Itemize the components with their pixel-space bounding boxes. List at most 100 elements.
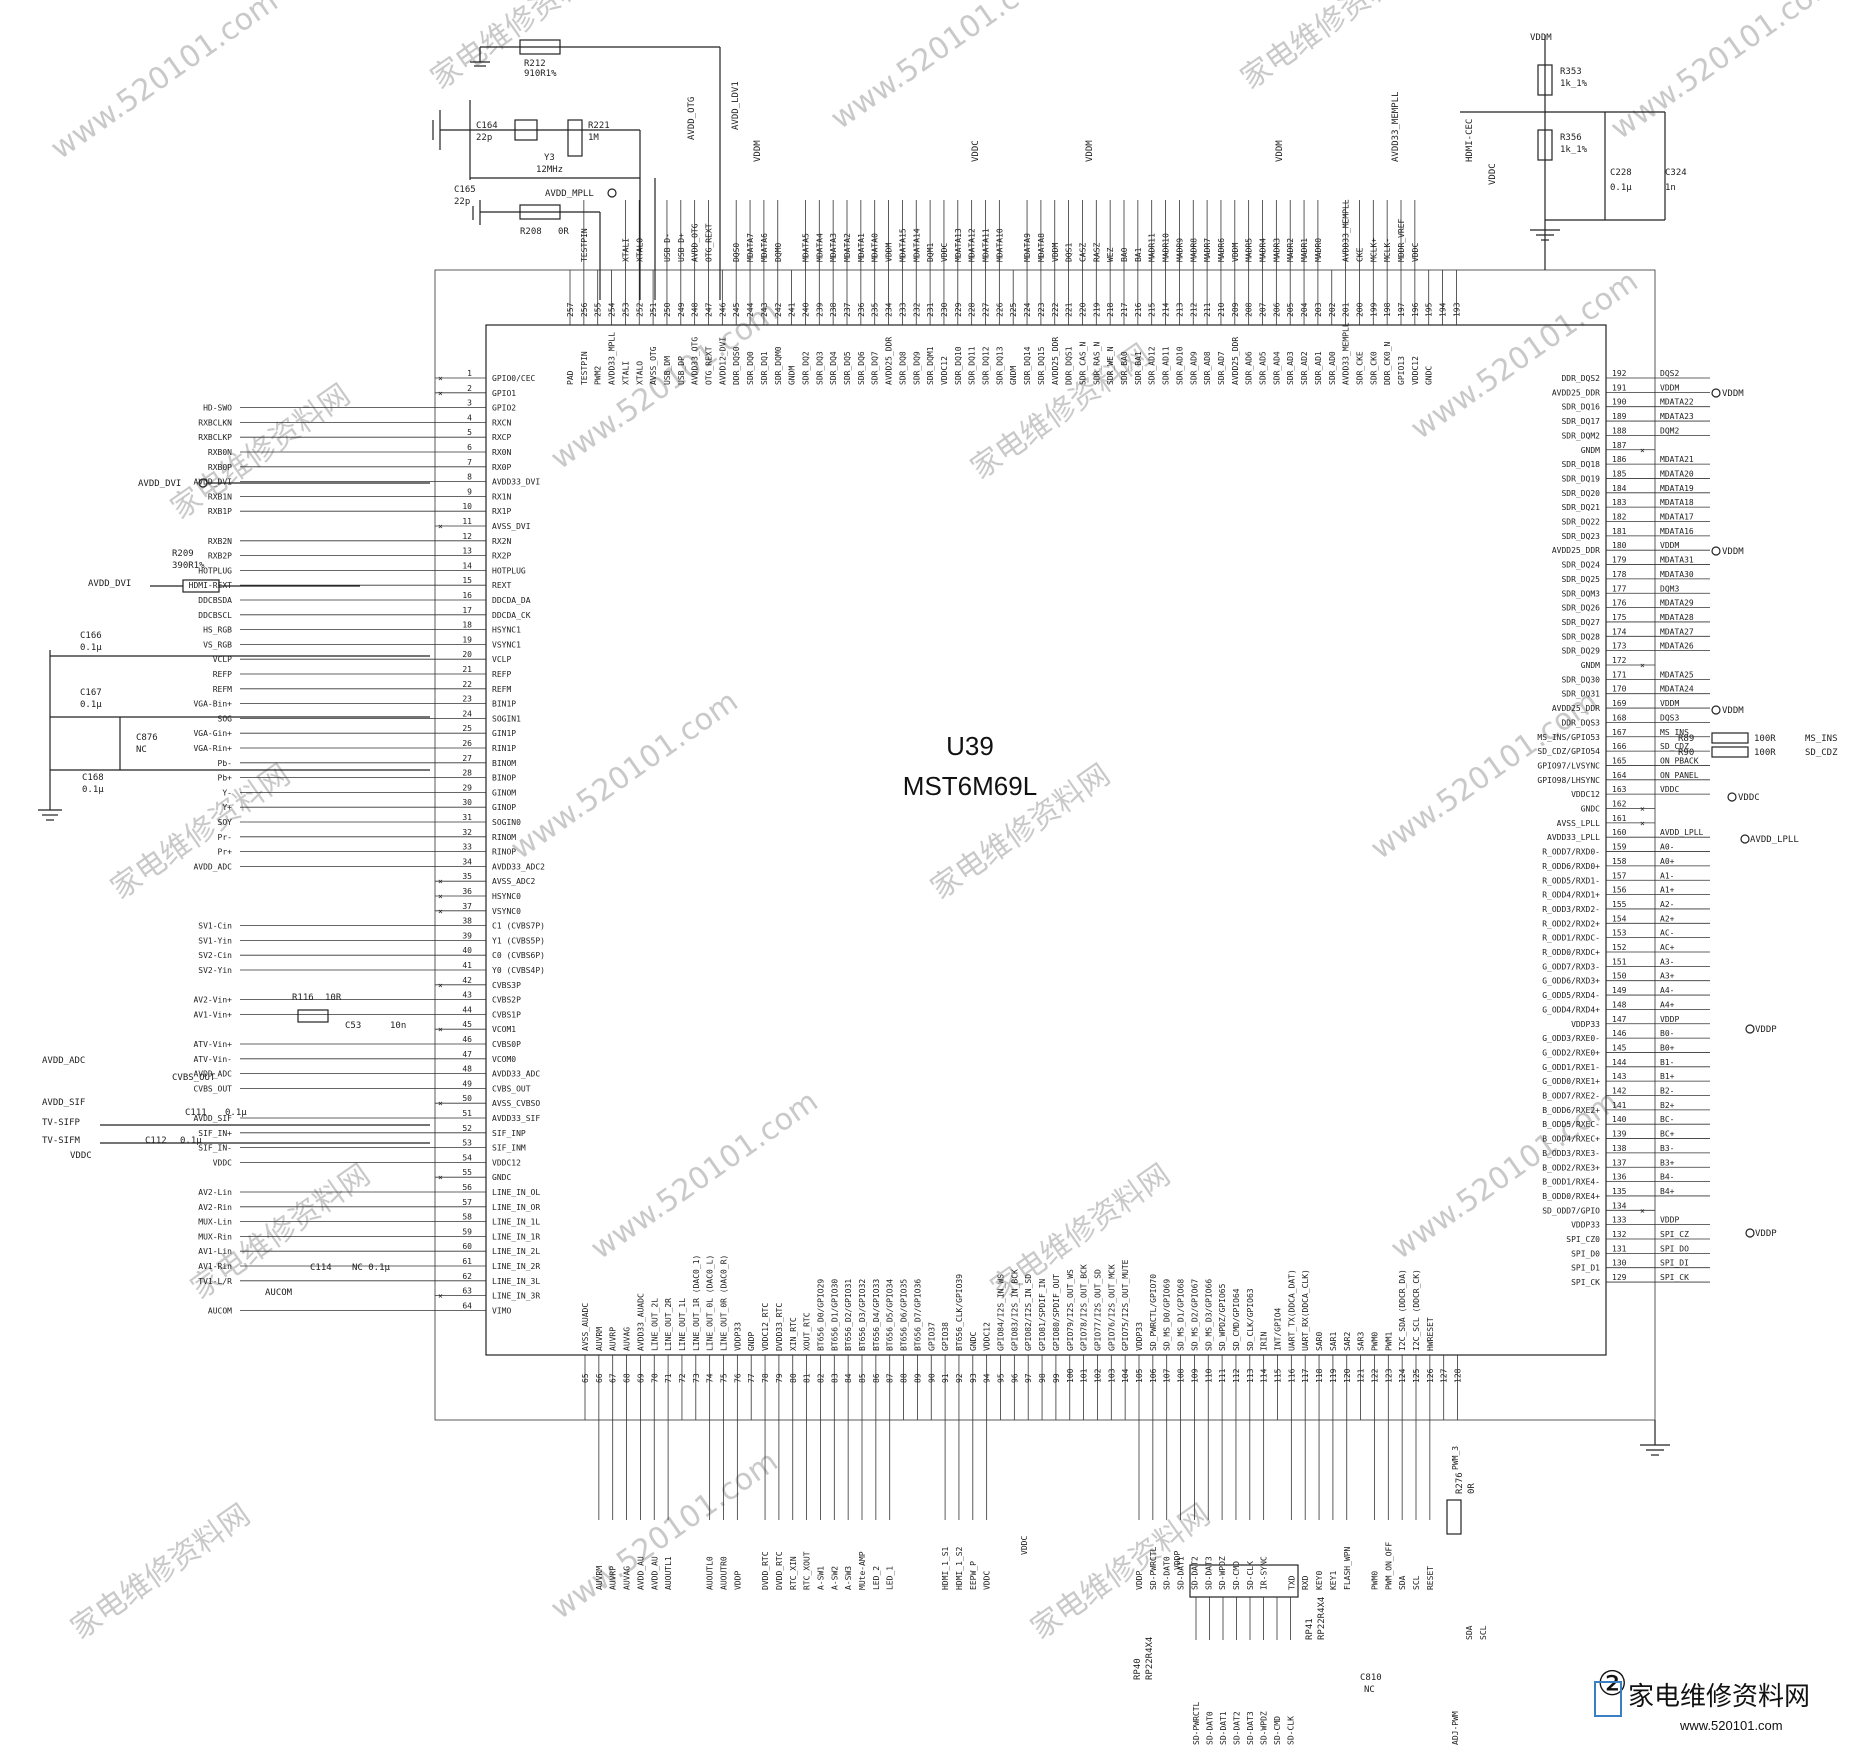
top-net-label: MADR3 — [1272, 238, 1281, 262]
top-pin-number: 239 — [815, 302, 824, 317]
top-net-label: MDATA5 — [801, 233, 810, 262]
left-net-label: Y+ — [222, 803, 232, 812]
top-net-label: MADR6 — [1217, 238, 1226, 262]
r276-resistor — [1446, 1499, 1462, 1535]
left-pin-name: REFP — [492, 670, 511, 679]
left-net-label: SV2-Yin — [198, 966, 232, 975]
left-pin-name: LINE_IN_2L — [492, 1247, 540, 1256]
top-pin-name: VDDC12 — [1411, 356, 1420, 385]
right-net-label: BC- — [1660, 1115, 1674, 1124]
right-pin-number: 135 — [1612, 1187, 1627, 1196]
top-pin-name: SDR_DQ7 — [871, 351, 880, 385]
bottom-pin-number: 77 — [747, 1373, 756, 1383]
top-net-label: TESTPIN — [580, 228, 589, 262]
top-pin-number: 219 — [1092, 302, 1101, 317]
right-net-label: B1- — [1660, 1058, 1674, 1067]
top-pin-name: DDR_DQS1 — [1065, 346, 1074, 385]
top-net-label: DQS0 — [732, 243, 741, 262]
left-pin-name: LINE_IN_OL — [492, 1188, 540, 1197]
left-pin-number: 42 — [462, 976, 472, 985]
left-pin-number: 14 — [462, 561, 472, 570]
left-pin-name: RXCP — [492, 433, 511, 442]
top-pin-number: 221 — [1065, 302, 1074, 317]
top-pin-number: 234 — [885, 302, 894, 317]
bottom-pin-number: 123 — [1384, 1368, 1393, 1383]
right-net-label: MDATA25 — [1660, 670, 1694, 679]
top-net-label: MDATA6 — [760, 233, 769, 262]
top-pin-number: 203 — [1314, 302, 1323, 317]
bottom-pin-name: GPIO81/SPDIF_IN — [1038, 1279, 1047, 1351]
bottom-pin-number: 80 — [789, 1373, 798, 1383]
bottom-pin-name: SD_MS_D1/GPIO68 — [1177, 1279, 1186, 1351]
top-pin-number: 235 — [871, 302, 880, 317]
net-ms-ins: MS_INS — [1805, 734, 1838, 744]
left-pin-name: VSYNC0 — [492, 907, 521, 916]
left-pin-name: VCOM1 — [492, 1025, 516, 1034]
top-net-label: OTG_REXT — [705, 223, 714, 262]
bottom-net-label: FLASH_WPN — [1343, 1546, 1352, 1590]
bottom-pin-number: 83 — [830, 1373, 839, 1383]
c876-value: NC — [136, 745, 147, 755]
left-pin-number: 31 — [462, 813, 472, 822]
right-pin-number: 179 — [1612, 556, 1627, 565]
left-pin-name: C1 (CVBS7P) — [492, 922, 545, 931]
top-net-label: BA0 — [1120, 247, 1129, 262]
site-logo: 家电维修资料网 www.520101.com — [1594, 1681, 1810, 1733]
left-pin-number: 55 — [462, 1168, 472, 1177]
bottom-net-label: DVDD_RTC — [761, 1551, 770, 1590]
bottom-pin-name: BT656_D7/GPIO36 — [913, 1279, 922, 1351]
right-net-label: MDATA27 — [1660, 627, 1694, 636]
bottom-net-label: SD-CLK — [1246, 1561, 1255, 1590]
left-pin-number: 25 — [462, 724, 472, 733]
right-pin-number: 184 — [1612, 484, 1627, 493]
top-pin-name: SDR_DQ1 — [760, 351, 769, 385]
left-pin-number: 37 — [462, 902, 472, 911]
bottom-pin-name: BT656_D2/GPIO31 — [844, 1279, 853, 1351]
c324-value: 1n — [1665, 183, 1676, 193]
left-pin-name: Y1 (CVBS5P) — [492, 936, 545, 945]
left-pin-number: 16 — [462, 591, 472, 600]
c53-value: 10n — [390, 1021, 406, 1031]
c168-ref: C168 — [82, 773, 104, 783]
left-pin-name: AVDD33_ADC2 — [492, 862, 545, 871]
pwm3-label: PWM_3 — [1451, 1446, 1460, 1470]
top-net-label: MDATA9 — [1023, 233, 1032, 262]
bottom-pin-number: 75 — [720, 1373, 729, 1383]
bottom-pin-number: 93 — [969, 1373, 978, 1383]
right-pin-number: 161 — [1612, 814, 1627, 823]
left-pin-number: 54 — [462, 1153, 472, 1162]
bottom-net-label: PWM_ON_OFF — [1384, 1542, 1393, 1590]
left-pin-name: VIMO — [492, 1306, 511, 1315]
top-pin-number: 231 — [926, 302, 935, 317]
bottom-pin-number: 111 — [1218, 1368, 1227, 1383]
left-pin-name: SOGIN1 — [492, 714, 521, 723]
top-pin-name: SDR_CKE — [1355, 351, 1364, 385]
r212-value: 910R1% — [524, 69, 557, 79]
left-pin-number: 36 — [462, 887, 472, 896]
right-pin-number: 170 — [1612, 685, 1627, 694]
top-net-label: MDDR_VREF — [1397, 218, 1406, 262]
bottom-net-label: LED_2 — [872, 1566, 881, 1590]
r353-ref: R353 — [1560, 67, 1582, 77]
bottom-pin-number: 126 — [1426, 1368, 1435, 1383]
right-net-label: B2+ — [1660, 1101, 1675, 1110]
left-pin-number: 47 — [462, 1050, 472, 1059]
right-net-label: SPI_CZ — [1660, 1230, 1689, 1239]
right-pin-number: 164 — [1612, 771, 1627, 780]
bottom-pin-name: LINE_OUT_1L — [678, 1298, 687, 1351]
left-pin-name: Y0 (CVBS4P) — [492, 966, 545, 975]
top-net-label: VDDC — [940, 243, 949, 262]
top-pin-name: SDR_DQ8 — [898, 351, 907, 385]
bottom-pin-number: 85 — [858, 1373, 867, 1383]
right-pin-name: VDDC12 — [1571, 790, 1600, 799]
right-net-label: MDATA29 — [1660, 599, 1694, 608]
right-pin-number: 141 — [1612, 1101, 1627, 1110]
right-net-label: SPI_DO — [1660, 1244, 1689, 1253]
top-pin-name: SDR_AD6 — [1245, 351, 1254, 385]
right-net-label: ON_PBACK — [1660, 756, 1699, 765]
right-pin-name: G_ODD6/RXD3+ — [1542, 977, 1600, 986]
left-pin-number: 13 — [462, 547, 472, 556]
left-net-label: ATV-Vin+ — [193, 1040, 232, 1049]
